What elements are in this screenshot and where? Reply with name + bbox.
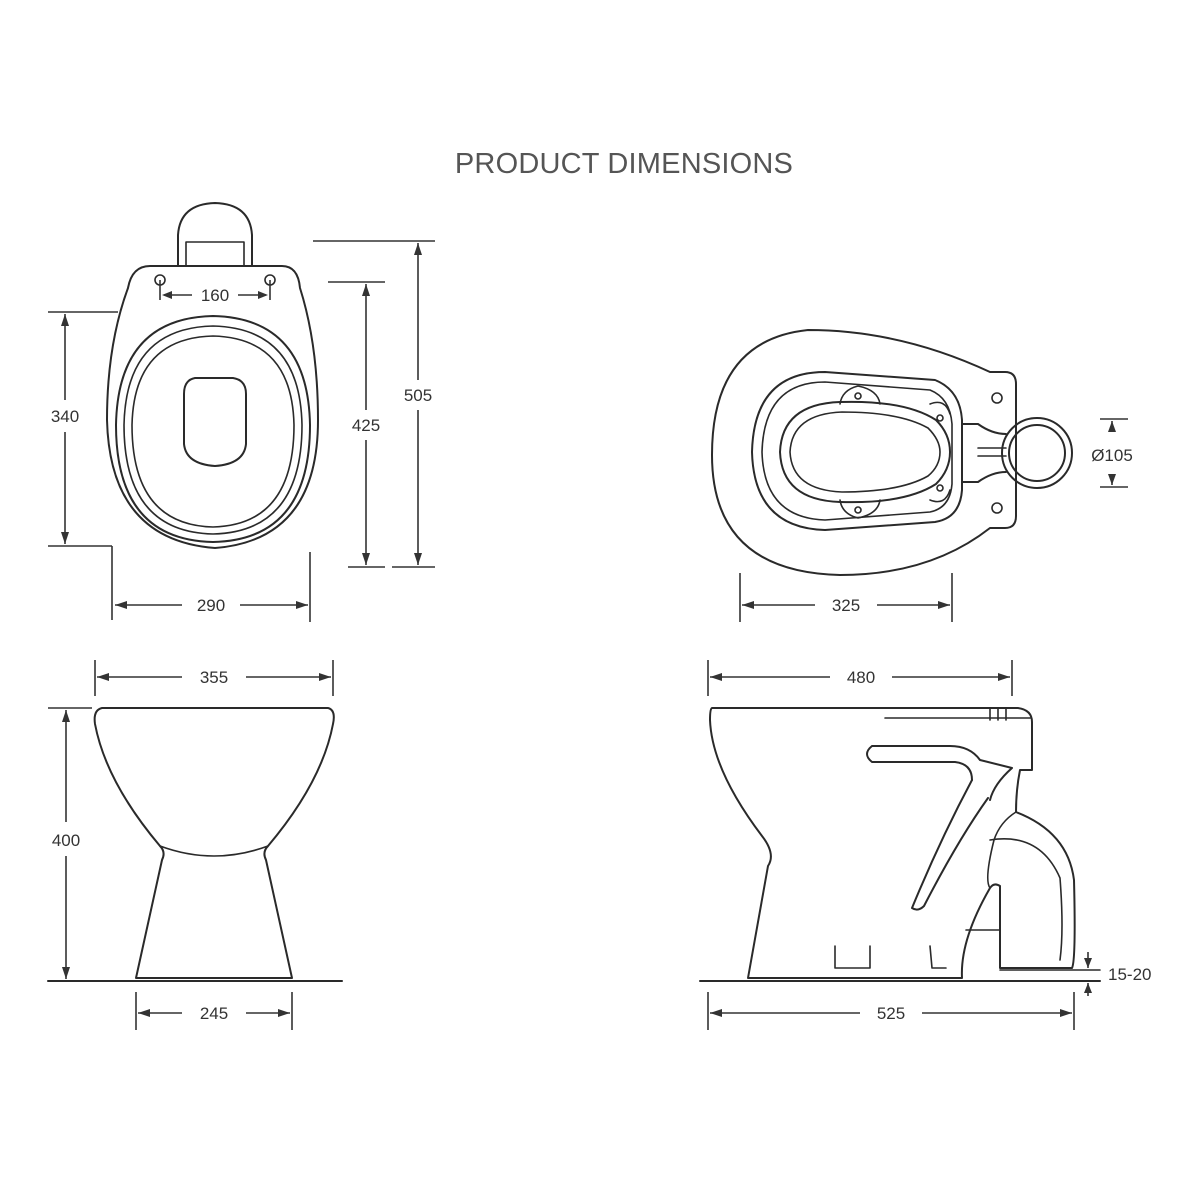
dim-160-label: 160 — [201, 286, 229, 305]
dim-340-label: 340 — [51, 407, 79, 426]
side-view-trapway — [911, 779, 989, 911]
side-view-trapway-outer — [986, 811, 1017, 889]
dim-diameter-105-label: Ø105 — [1091, 446, 1133, 465]
top-view-water-hole — [183, 377, 247, 467]
side-view-trap-seal — [989, 838, 1063, 961]
dim-425-label: 425 — [352, 416, 380, 435]
top-view-cistern-inner — [185, 241, 245, 266]
front-view — [47, 707, 343, 982]
plan-view-fixing-dot — [854, 392, 862, 400]
side-view-dimensions: 480 525 15-20 — [707, 660, 1151, 1030]
dim-15-20-label: 15-20 — [1108, 965, 1151, 984]
plan-view-bolt-hole — [991, 392, 1003, 404]
top-view-cistern-bump — [177, 202, 253, 266]
dim-290-label: 290 — [197, 596, 225, 615]
plan-view-fixing-dot — [854, 506, 862, 514]
plan-view-rim-support-right-bottom — [929, 489, 951, 503]
plan-view-bolt-hole — [991, 502, 1003, 514]
top-view-seat-ring-inner — [123, 325, 303, 535]
top-view-outer-seat — [106, 265, 319, 549]
plan-view — [711, 329, 1073, 576]
top-view-seat-ring-outer — [115, 315, 311, 543]
dim-480-label: 480 — [847, 668, 875, 687]
dim-505-label: 505 — [404, 386, 432, 405]
dim-245-label: 245 — [200, 1004, 228, 1023]
plan-view-fixing-dot — [936, 484, 944, 492]
plan-view-rim-support-bottom — [839, 499, 881, 519]
plan-view-outlet-neck — [961, 423, 1007, 483]
plan-view-outline — [711, 329, 1017, 576]
top-view-bowl-rim — [131, 335, 295, 528]
plan-view-outlet-outer — [1001, 417, 1073, 489]
side-view — [699, 707, 1101, 982]
plan-view-outlet-inner — [1008, 424, 1066, 482]
page-title: PRODUCT DIMENSIONS — [454, 148, 794, 180]
plan-view-rim-support-top — [839, 385, 881, 405]
dim-325-label: 325 — [832, 596, 860, 615]
dim-400-label: 400 — [52, 831, 80, 850]
side-view-foot-recess — [834, 945, 871, 969]
plan-view-waterway-inner — [789, 411, 941, 493]
plan-view-bowl-outer — [751, 371, 963, 531]
plan-view-fixing-dot — [936, 414, 944, 422]
plan-view-dimensions: Ø105 325 — [739, 418, 1133, 622]
dim-355-label: 355 — [200, 668, 228, 687]
front-view-dimensions: 355 400 245 — [48, 660, 334, 1030]
dim-525-label: 525 — [877, 1004, 905, 1023]
top-view — [106, 202, 319, 549]
top-view-dimensions: 160 340 425 505 290 — [48, 240, 435, 622]
side-view-foot-recess — [929, 945, 947, 969]
side-view-body — [709, 707, 1076, 979]
front-view-bowl — [93, 707, 335, 979]
front-view-bowl-waist — [159, 845, 269, 857]
side-view-inlet — [866, 745, 1013, 801]
plan-view-waterway — [779, 400, 951, 504]
plan-view-rim-support-right-top — [929, 401, 951, 415]
